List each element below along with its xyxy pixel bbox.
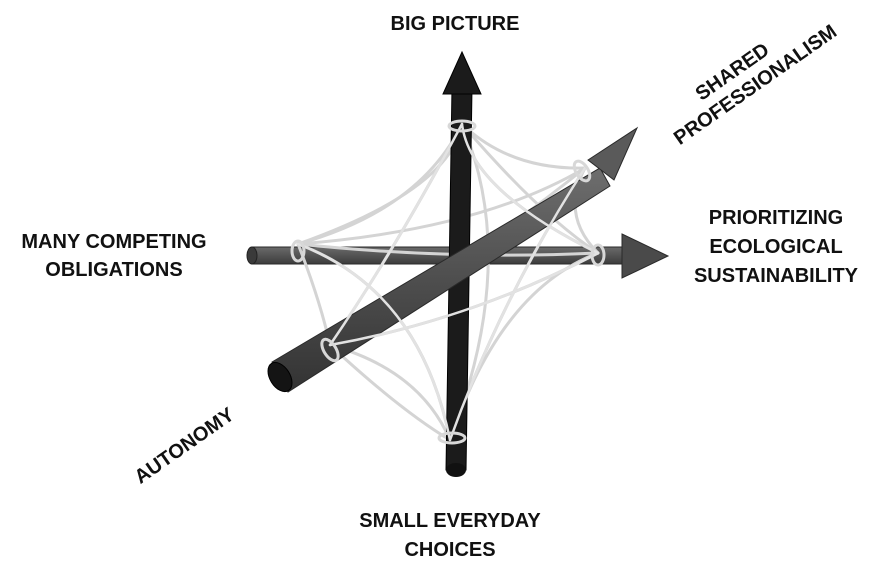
vertical-axis-end-cap — [446, 463, 466, 477]
horizontal-axis-end-cap — [247, 247, 257, 264]
label-right-line1: PRIORITIZING — [709, 207, 843, 229]
horizontal-arrowhead — [622, 234, 668, 278]
diagonal-axis-shaft — [272, 168, 610, 392]
label-right-line3: SUSTAINABILITY — [694, 265, 859, 287]
label-autonomy: AUTONOMY — [131, 403, 239, 488]
vertical-arrowhead — [443, 52, 481, 94]
label-right-line2: ECOLOGICAL — [709, 236, 842, 258]
label-bottom-line2: CHOICES — [404, 539, 495, 561]
label-top: BIG PICTURE — [391, 13, 520, 35]
label-left-line1: MANY COMPETING — [21, 231, 206, 253]
label-bottom-line1: SMALL EVERYDAY — [359, 510, 541, 532]
label-left-line2: OBLIGATIONS — [45, 259, 182, 281]
